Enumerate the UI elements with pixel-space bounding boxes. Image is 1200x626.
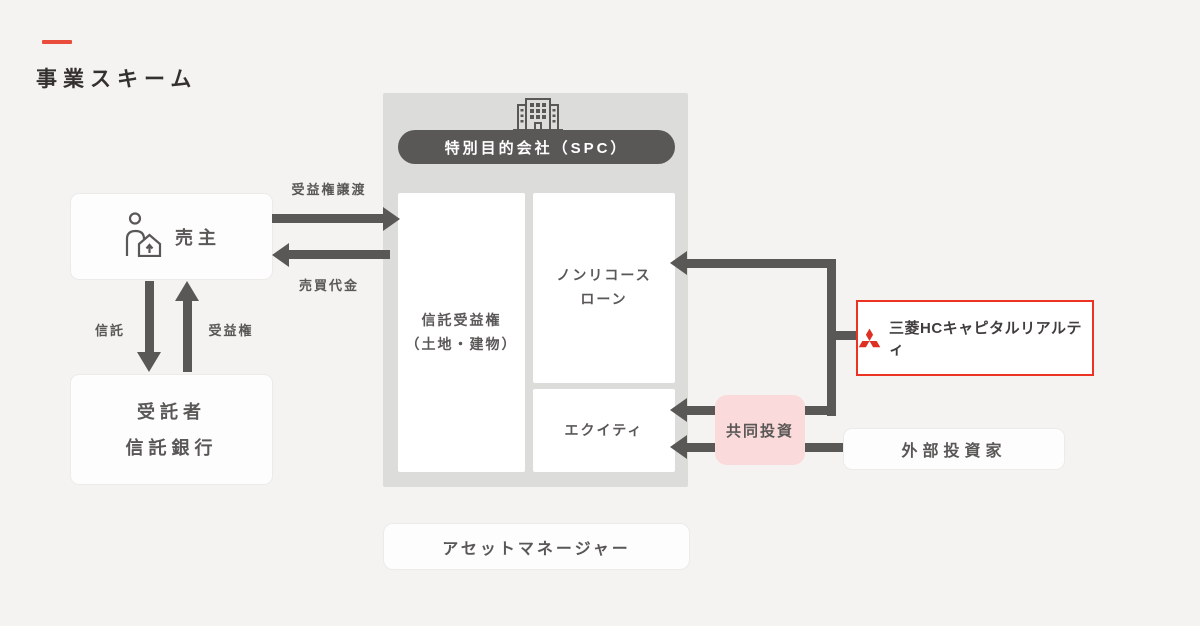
seller-label: 売主 — [175, 227, 221, 248]
flow-label-sale-proceeds: 売買代金 — [298, 278, 359, 293]
arrow-trust-head — [137, 352, 161, 372]
arrow-loan-bar — [686, 259, 836, 268]
joint-investment-box: 共同投資 — [715, 395, 805, 465]
asset-manager-box: アセットマネージャー — [383, 523, 690, 570]
nonrecourse-loan-line1: ノンリコース — [556, 267, 652, 284]
arrow-equity-external-head — [670, 435, 687, 459]
spc-label: 特別目的会社（SPC） — [444, 139, 629, 157]
office-building-icon — [511, 96, 565, 132]
external-investors-label: 外部投資家 — [901, 443, 1007, 460]
nonrecourse-loan-line2: ローン — [580, 291, 628, 307]
mitsubishi-logo-icon — [858, 328, 881, 349]
investor-trunk-line — [827, 259, 836, 416]
seller-house-icon — [122, 211, 162, 262]
arrow-trust-bar — [145, 281, 154, 352]
mhc-realty-label: 三菱HCキャピタルリアルティ — [889, 320, 1083, 358]
title-accent-dash — [42, 40, 72, 44]
arrow-beneficiary-right-head — [175, 281, 199, 301]
equity-box: エクイティ — [533, 389, 675, 472]
mhc-connector-stub — [836, 331, 856, 340]
arrow-sale-proceeds-bar — [289, 250, 390, 259]
flow-label-beneficiary-right: 受益権 — [208, 323, 254, 338]
page-title: 事業スキーム — [36, 68, 198, 91]
nonrecourse-loan-box: ノンリコース ローン — [533, 193, 675, 383]
mhc-realty-box: 三菱HCキャピタルリアルティ — [856, 300, 1094, 376]
trust-beneficiary-box: 信託受益権 （土地・建物） — [398, 193, 525, 472]
flow-label-beneficiary-transfer: 受益権譲渡 — [291, 182, 367, 197]
trustee-box: 受託者 信託銀行 — [70, 374, 273, 485]
asset-manager-label: アセットマネージャー — [442, 540, 631, 558]
joint-investment-label: 共同投資 — [725, 422, 794, 440]
equity-label: エクイティ — [564, 421, 644, 438]
arrow-beneficiary-transfer-bar — [272, 214, 384, 223]
flow-label-trust: 信託 — [94, 323, 125, 338]
arrow-loan-head — [670, 251, 687, 275]
arrow-equity-mhc-head — [670, 398, 687, 422]
trust-beneficiary-line2: （土地・建物） — [405, 335, 518, 352]
external-investors-box: 外部投資家 — [843, 428, 1065, 470]
trustee-line1: 受託者 — [137, 401, 206, 422]
spc-badge: 特別目的会社（SPC） — [398, 130, 675, 164]
arrow-sale-proceeds-head — [272, 243, 289, 267]
trust-beneficiary-line1: 信託受益権 — [421, 311, 502, 328]
seller-box: 売主 — [70, 193, 273, 280]
arrow-beneficiary-right-bar — [183, 301, 192, 372]
trustee-line2: 信託銀行 — [125, 437, 218, 458]
arrow-beneficiary-transfer-head — [383, 207, 400, 231]
